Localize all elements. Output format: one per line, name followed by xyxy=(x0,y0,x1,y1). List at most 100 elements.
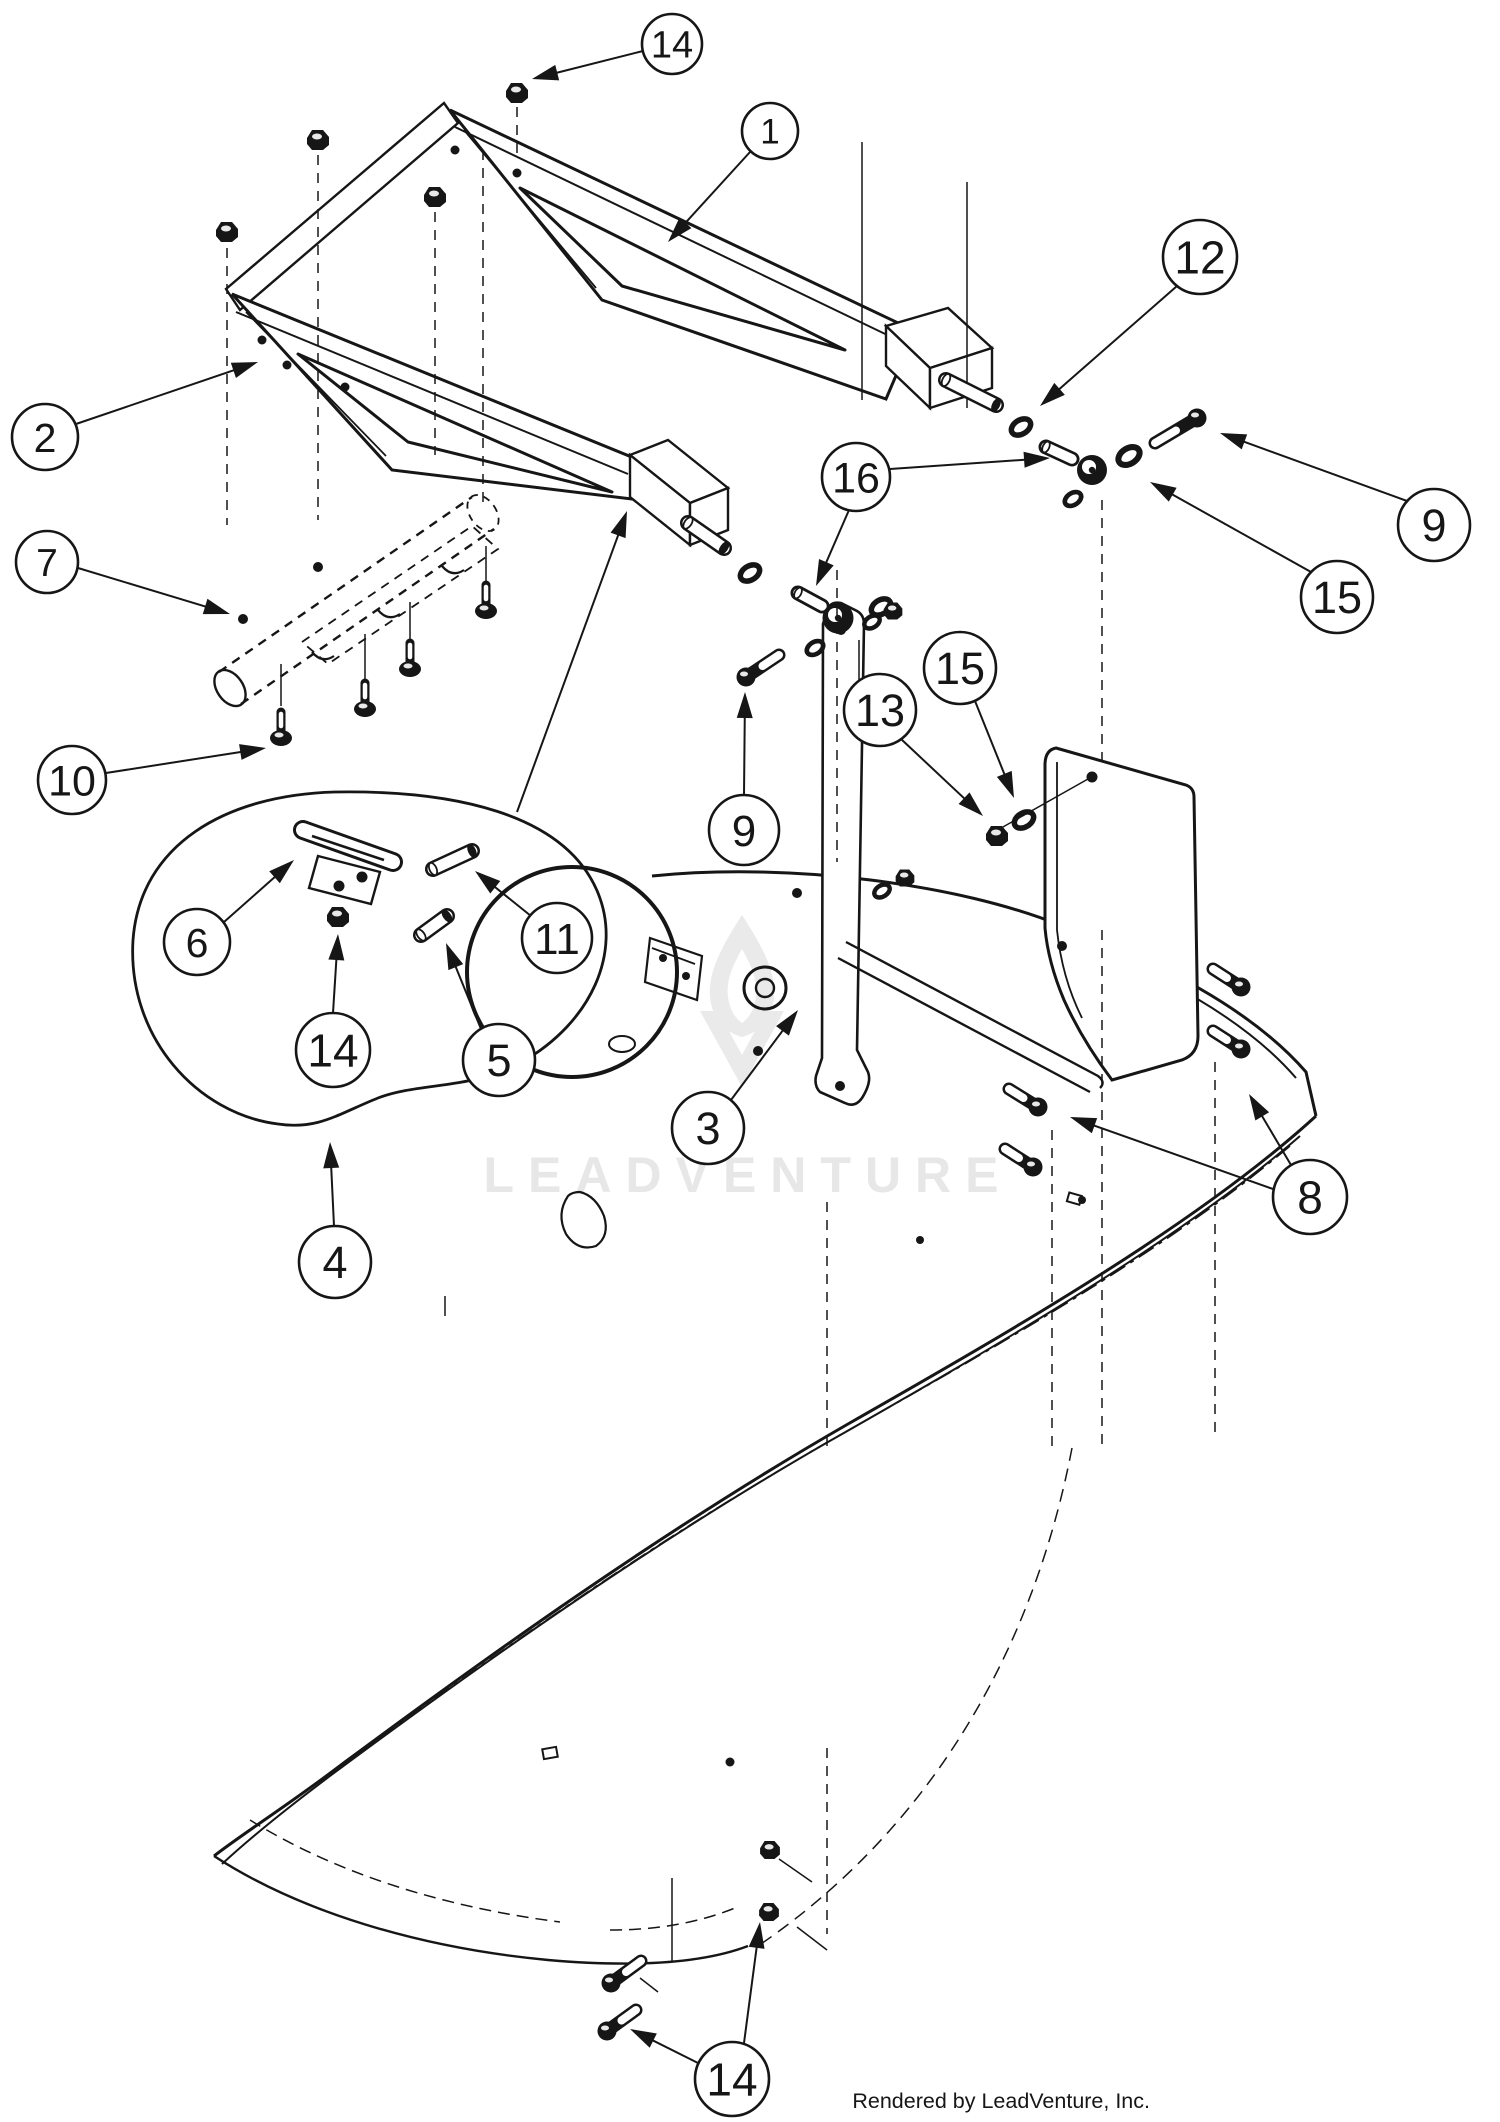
leader-arrowhead xyxy=(996,770,1014,798)
rod-end-links xyxy=(790,439,1107,634)
clevis-pin xyxy=(938,372,1004,413)
callout-14: 14 xyxy=(294,1011,372,1089)
leader-arrowhead xyxy=(230,362,258,378)
carriage-screw xyxy=(399,638,421,677)
leader-arrowhead xyxy=(1249,1094,1270,1121)
bolt xyxy=(1148,408,1207,450)
flat-washer xyxy=(862,613,882,631)
callout-1: 1 xyxy=(740,101,800,161)
leader-line xyxy=(332,953,338,1014)
leader-line xyxy=(489,882,532,917)
hex-nut xyxy=(327,907,349,927)
clevis-pin xyxy=(413,908,455,943)
leader-arrowhead xyxy=(610,511,627,539)
hex-nut xyxy=(759,1903,779,1921)
leader-arrowhead xyxy=(475,871,501,894)
lift-arm-right-part1 xyxy=(448,108,995,411)
hex-nut xyxy=(506,83,528,103)
callout-14: 14 xyxy=(693,2040,771,2118)
leader-line xyxy=(223,872,280,923)
carriage-screw xyxy=(270,707,292,746)
leader-arrowhead xyxy=(958,792,983,816)
callout-label: 15 xyxy=(935,643,985,694)
cross-bar xyxy=(224,101,460,312)
leader-line xyxy=(1054,285,1178,394)
lift-arm-assembly xyxy=(224,101,995,548)
flat-washer xyxy=(872,882,892,900)
leader-arrowhead xyxy=(816,558,834,586)
leader-line xyxy=(730,1025,787,1101)
detail-bubble-outline xyxy=(131,790,608,1127)
projection-line xyxy=(778,1858,813,1883)
leader-line xyxy=(1088,1122,1274,1190)
callout-11: 11 xyxy=(520,901,594,975)
leadventure-watermark: LEADVENTURE xyxy=(483,915,1012,1203)
leader-arrowhead xyxy=(668,217,692,242)
leader-line xyxy=(680,151,751,228)
leader-arrowhead xyxy=(532,64,560,81)
rod-end-upper xyxy=(1038,439,1107,485)
carriage-screw xyxy=(354,678,376,717)
leader-arrowhead xyxy=(776,1010,798,1036)
leader-arrowhead xyxy=(1150,482,1177,502)
flat-washer xyxy=(737,562,763,584)
callout-5: 5 xyxy=(461,1022,537,1098)
callout-10: 10 xyxy=(36,744,108,816)
callout-15: 15 xyxy=(922,630,998,706)
hex-nut xyxy=(307,130,329,150)
callout-label: 2 xyxy=(34,415,57,461)
callout-15: 15 xyxy=(1299,559,1375,635)
callout-13: 13 xyxy=(842,672,918,748)
leader-arrowhead xyxy=(1220,433,1248,450)
leader-arrowhead xyxy=(202,598,230,615)
watermark-text: LEADVENTURE xyxy=(483,1147,1012,1203)
leader-arrowhead xyxy=(323,1142,340,1169)
callout-label: 16 xyxy=(832,454,880,502)
leader-arrowhead xyxy=(1023,451,1050,468)
leader-line xyxy=(329,1161,335,1227)
callout-label: 14 xyxy=(706,2054,757,2106)
callout-label: 3 xyxy=(695,1103,720,1154)
leader-arrowhead xyxy=(1070,1117,1098,1134)
projection-line xyxy=(796,1926,828,1951)
hex-nut xyxy=(883,602,903,620)
callout-7: 7 xyxy=(14,529,80,595)
leadventure-flame-v-logo xyxy=(700,915,784,1087)
leader-line xyxy=(452,961,482,1030)
callout-label: 4 xyxy=(322,1237,347,1288)
callout-9: 9 xyxy=(1396,487,1472,563)
callout-9: 9 xyxy=(707,793,781,867)
leader-arrowhead xyxy=(1040,382,1065,406)
carriage-screw xyxy=(475,580,497,619)
callout-2: 2 xyxy=(10,402,80,472)
flat-washer xyxy=(1115,444,1143,468)
callout-label: 1 xyxy=(760,113,779,152)
deck-spindle-opening xyxy=(465,865,679,1079)
flat-washer xyxy=(804,638,826,658)
callout-label: 11 xyxy=(534,915,580,964)
bolt xyxy=(601,1954,648,1993)
callout-14: 14 xyxy=(640,12,704,76)
leader-line xyxy=(75,367,240,425)
flat-washer xyxy=(1062,489,1084,509)
reference-lines xyxy=(226,107,1216,1993)
leader-arrowhead xyxy=(736,692,753,719)
leader-line xyxy=(1166,490,1312,573)
leader-line xyxy=(1258,1110,1292,1166)
leader-arrows xyxy=(75,50,1408,2064)
hex-nut xyxy=(216,222,238,242)
leader-arrowhead xyxy=(748,1922,765,1949)
callout-12: 12 xyxy=(1161,218,1239,296)
hex-nut xyxy=(424,187,446,207)
hardware-items xyxy=(216,83,1251,2041)
callout-6: 6 xyxy=(162,907,232,977)
hex-nut xyxy=(895,869,915,887)
callout-label: 14 xyxy=(651,25,693,67)
hex-nut xyxy=(986,826,1008,846)
lift-arm-left-part2 xyxy=(230,292,731,548)
leader-line xyxy=(516,529,622,813)
callout-4: 4 xyxy=(297,1224,373,1300)
